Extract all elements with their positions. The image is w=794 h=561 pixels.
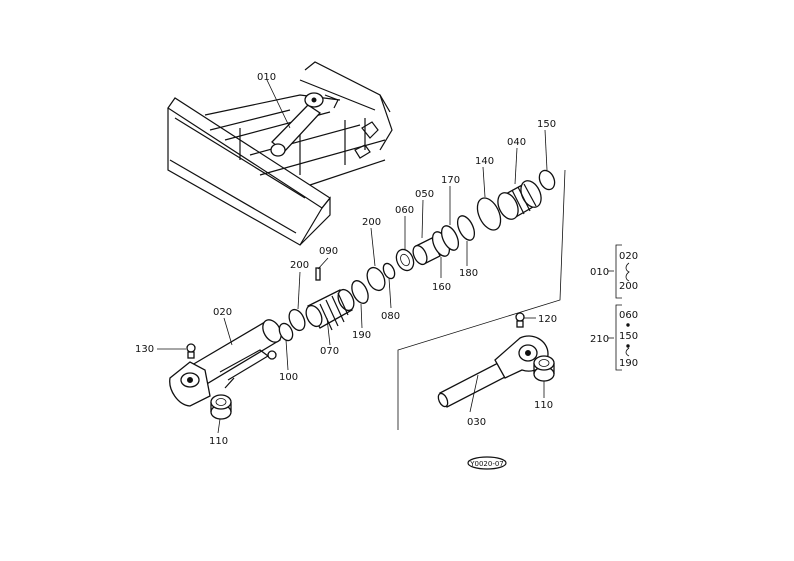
nut-080-part (382, 262, 396, 280)
assembly-boundary-line (397, 169, 566, 430)
ring-200-left-part (288, 308, 306, 332)
callout-200-mid: 200 (362, 217, 381, 228)
callout-080: 080 (381, 311, 400, 322)
cylinder-tube-part (169, 319, 282, 407)
callout-060: 060 (395, 205, 414, 216)
group-legend: 010 020 200 210 060 150 190 (590, 244, 638, 371)
legend-g1-bottom: 200 (619, 281, 638, 292)
callout-190: 190 (352, 330, 371, 341)
callout-200-left: 200 (290, 260, 309, 271)
packing-060-part (395, 248, 415, 272)
badge-text: Y0020-07 (469, 460, 504, 468)
ring-180-part (456, 215, 476, 241)
legend-g2-parent: 210 (590, 334, 609, 345)
legend-g2-mid: 150 (619, 331, 638, 342)
legend-g2-bottom: 190 (619, 358, 638, 369)
callout-070: 070 (320, 346, 339, 357)
ring-100-part (278, 322, 294, 342)
callout-130: 130 (135, 344, 154, 355)
callout-150: 150 (537, 119, 556, 130)
legend-g1-parent: 010 (590, 267, 609, 278)
callout-labels: 010 020 030 040 050 060 070 080 090 100 … (135, 72, 557, 447)
legend-g2-top: 060 (619, 310, 638, 321)
callout-110-left: 110 (209, 436, 228, 447)
callout-120: 120 (538, 314, 557, 325)
grease-nipple-left-part (186, 343, 196, 359)
callout-100: 100 (279, 372, 298, 383)
callout-140: 140 (475, 156, 494, 167)
callout-160: 160 (432, 282, 451, 293)
drawing-number-badge: Y0020-07 (467, 456, 507, 470)
grease-nipple-right-part (515, 312, 525, 328)
callout-020: 020 (213, 307, 232, 318)
piston-part (305, 288, 355, 331)
cylinder-head-040-part (497, 180, 542, 220)
callout-040: 040 (507, 137, 526, 148)
callout-170: 170 (441, 175, 460, 186)
callout-180: 180 (459, 268, 478, 279)
wiper-150-part (538, 169, 556, 191)
callout-090: 090 (319, 246, 338, 257)
callout-030: 030 (467, 417, 486, 428)
ring-140-part (476, 197, 502, 231)
bushing-left-part (210, 394, 232, 420)
bushing-right-part (533, 355, 555, 382)
callout-050: 050 (415, 189, 434, 200)
callout-110-right: 110 (534, 400, 553, 411)
leader-lines (157, 79, 548, 434)
piston-rod-part (437, 335, 549, 408)
ring-200-mid-part (366, 266, 386, 292)
ring-170-part (440, 225, 460, 251)
pin-090-part (315, 267, 321, 281)
tractor-frame-drawing (167, 61, 393, 246)
ring-190-part (351, 280, 369, 304)
legend-g1-top: 020 (619, 251, 638, 262)
callout-010: 010 (257, 72, 276, 83)
